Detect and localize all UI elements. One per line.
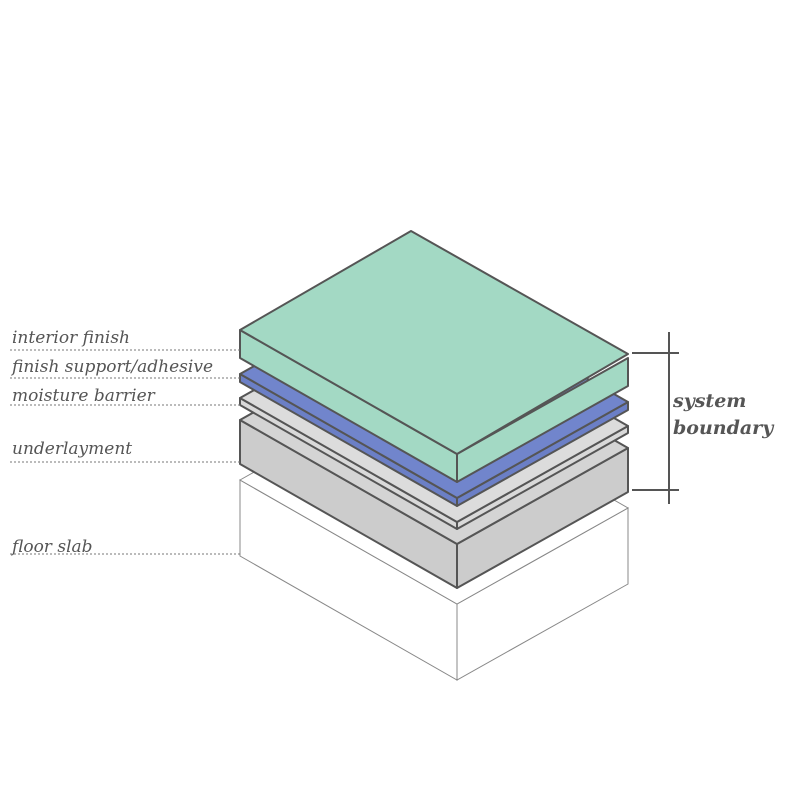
interior-finish-top-face — [239, 230, 629, 455]
label-interior-finish: interior finish — [12, 328, 130, 348]
label-moisture-barrier: moisture barrier — [12, 386, 156, 406]
system-boundary-label-line2: boundary — [673, 417, 775, 439]
label-floor-slab: floor slab — [10, 537, 93, 557]
label-underlayment: underlayment — [12, 439, 132, 459]
interior-finish-right-face — [456, 357, 629, 483]
interior-finish-block — [239, 230, 629, 483]
system-boundary-label-line1: system — [672, 390, 746, 412]
label-finish-support: finish support/adhesive — [10, 357, 213, 377]
system-boundary-bracket — [632, 332, 679, 504]
